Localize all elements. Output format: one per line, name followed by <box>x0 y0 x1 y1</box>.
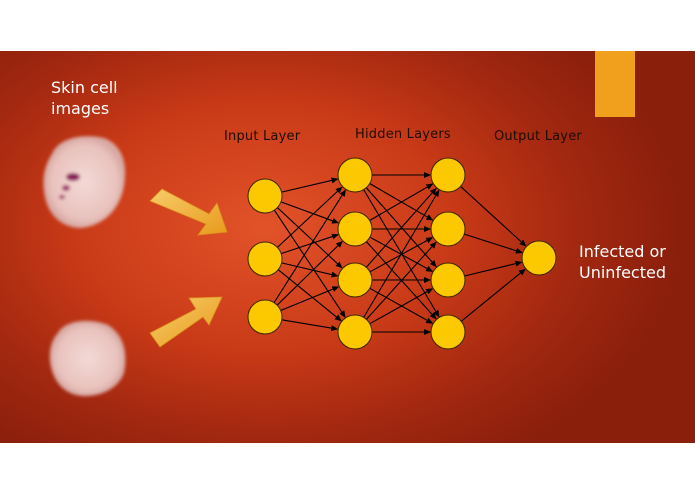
neuron-hidden-1 <box>337 262 373 298</box>
arrow-bottom <box>149 296 223 348</box>
neuron-hidden-1 <box>337 157 373 193</box>
neuron-hidden-2 <box>430 211 466 247</box>
caption-right-line-1: Infected or <box>579 242 666 261</box>
neuron-hidden-2 <box>430 314 466 350</box>
label-hidden-layers: Hidden Layers <box>355 127 451 142</box>
connection-edge <box>460 186 527 247</box>
connection-edge <box>365 187 437 268</box>
caption-left-line-1: Skin cell <box>51 78 118 97</box>
neuron-hidden-2 <box>430 262 466 298</box>
cell-image-infected <box>43 136 126 228</box>
label-input-layer: Input Layer <box>224 129 301 144</box>
diagram-canvas <box>43 136 557 397</box>
neuron-hidden-2 <box>430 157 466 193</box>
connection-edge <box>277 207 343 269</box>
label-output-layer: Output Layer <box>494 129 582 144</box>
connection-edge <box>369 183 434 221</box>
neuron-hidden-1 <box>337 314 373 350</box>
neuron-output <box>521 240 557 276</box>
connection-edge <box>369 288 434 325</box>
connection-edge <box>281 319 339 332</box>
connection-edge <box>276 240 343 306</box>
connection-edge <box>464 233 523 254</box>
neuron-hidden-1 <box>337 211 373 247</box>
caption-skin-cell-images: Skin cell images <box>51 77 118 119</box>
connection-edge <box>273 189 346 303</box>
connection-edge <box>273 209 346 318</box>
network-nodes <box>247 157 557 350</box>
connection-edge <box>365 241 437 320</box>
accent-bar <box>595 51 635 117</box>
slide-background: Skin cell images Input Layer Hidden Laye… <box>0 51 695 443</box>
neuron-input <box>247 178 283 214</box>
connection-edge <box>460 268 526 322</box>
connection-edge <box>280 233 339 255</box>
connection-edge <box>281 177 339 193</box>
connection-edge <box>280 201 340 224</box>
caption-prediction: Infected or Uninfected <box>579 241 666 283</box>
connection-edge <box>277 186 343 248</box>
caption-right-line-2: Uninfected <box>579 263 666 282</box>
arrow-top <box>149 188 228 236</box>
caption-left-line-2: images <box>51 99 110 118</box>
network-edges <box>273 172 527 335</box>
connection-edge <box>277 269 342 322</box>
connection-edge <box>464 260 523 277</box>
neuron-input <box>247 299 283 335</box>
neuron-input <box>247 241 283 277</box>
connection-edge <box>281 262 339 278</box>
connection-edge <box>280 286 340 312</box>
connection-edge <box>363 189 440 318</box>
cell-image-uninfected <box>49 320 126 397</box>
